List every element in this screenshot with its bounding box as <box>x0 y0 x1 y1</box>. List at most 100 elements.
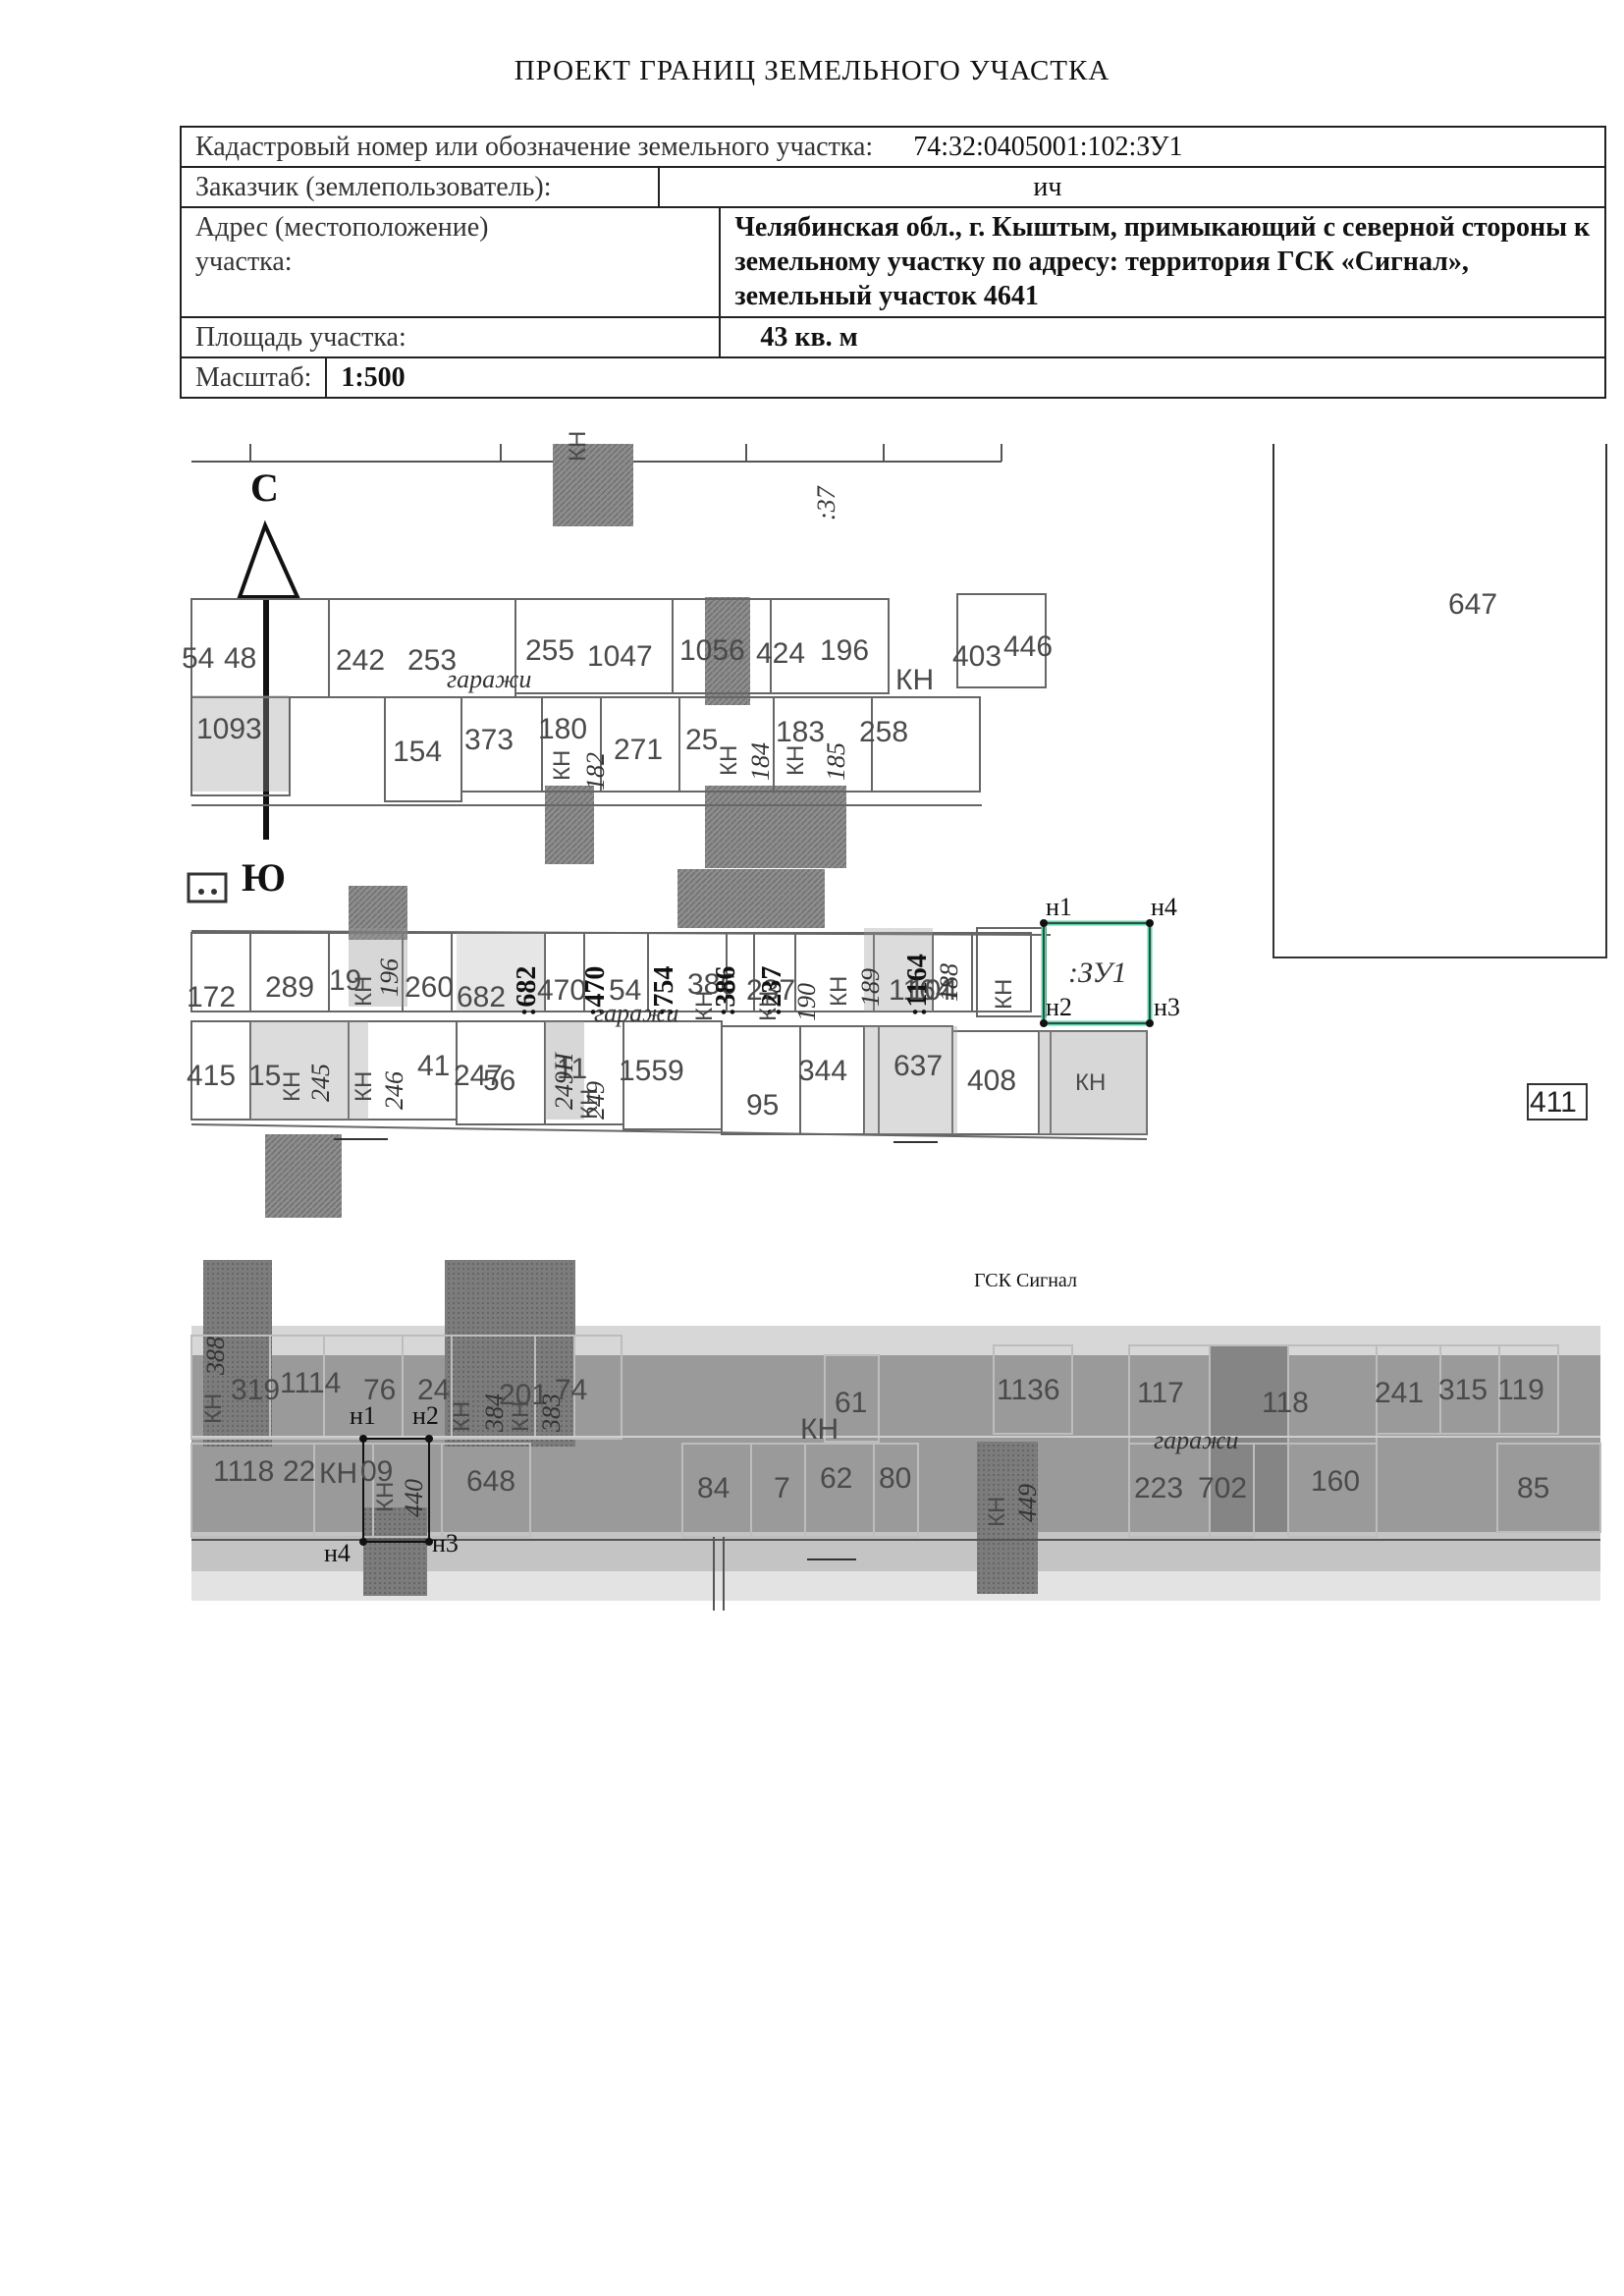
scale-value: 1:500 <box>325 356 1606 399</box>
parcel-label: 85 <box>1517 1472 1549 1504</box>
document-title: ПРОЕКТ ГРАНИЦ ЗЕМЕЛЬНОГО УЧАСТКА <box>514 55 1110 86</box>
parcel-label: 1164 <box>889 974 952 1007</box>
gsk-label: ГСК Сигнал <box>974 1270 1077 1291</box>
point-marker <box>425 1538 433 1546</box>
plot-zu1-boundary <box>1041 920 1153 1026</box>
parcel-647-label: 647 <box>1448 588 1497 621</box>
point-n1-label: н1 <box>350 1401 376 1430</box>
kn-label: КН <box>200 1394 227 1424</box>
parcel-label: 1114 <box>280 1367 341 1399</box>
row-1-labels: 54 48 242 253 255 1047 1056 424 196 403 … <box>182 630 1053 791</box>
scale-label: Масштаб: <box>179 356 328 399</box>
kn-label: КН <box>984 1497 1010 1527</box>
parcel-label: 25 <box>685 724 718 756</box>
point-n3-label: н3 <box>432 1529 459 1558</box>
customer-row: Заказчик (землепользователь): ич <box>179 166 1606 208</box>
parcel-label: 118 <box>1262 1387 1309 1419</box>
kn-label: КН <box>716 745 742 776</box>
parcel-label: 41 <box>417 1050 450 1082</box>
scale-row: Масштаб: 1:500 <box>179 356 1606 399</box>
parcel-label-italic: 246 <box>380 1071 408 1110</box>
north-arrow: С Ю <box>187 465 301 903</box>
parcel-label: 223 <box>1134 1472 1183 1504</box>
parcel-label: 7 <box>774 1472 790 1504</box>
parcel-label: 48 <box>224 642 256 675</box>
kn-label: КН <box>372 1482 399 1512</box>
kn-label: КН <box>279 1071 305 1102</box>
parcel-label-bold: :470 <box>580 966 611 1016</box>
point-n4-label: н4 <box>1151 893 1177 921</box>
parcel-label: 242 <box>336 644 385 677</box>
row-2-labels: 172 289 19 260 682 :682 470 :470 54 :754… <box>187 954 1106 1121</box>
kn-label: КН <box>991 979 1017 1010</box>
parcel-label: 1118 <box>213 1455 274 1488</box>
kn-label: КН <box>549 750 575 781</box>
parcel-label-italic: 440 <box>400 1479 428 1517</box>
parcel-label-italic: 182 <box>581 752 610 791</box>
kn-label: КН <box>351 1071 377 1102</box>
point-marker <box>1040 1019 1048 1027</box>
kn-label: КН <box>755 991 782 1021</box>
garage-row-1 <box>190 593 1047 868</box>
kn-label: КН <box>783 745 809 776</box>
kn-label: КН <box>800 1413 839 1446</box>
point-n4-label: н4 <box>324 1539 351 1567</box>
parcel-label: 424 <box>756 637 805 670</box>
garage-row-2 <box>190 869 1148 1218</box>
garage-row-3: н1 н2 н4 н3 <box>190 1260 1601 1611</box>
parcel-label: 446 <box>1003 630 1053 663</box>
parcel-label: 289 <box>265 971 314 1004</box>
parcel-label: 386 <box>687 968 736 1001</box>
parcel-label: 117 <box>1137 1377 1184 1409</box>
kn-label: КН <box>826 976 852 1007</box>
kn-label: КН <box>691 991 718 1021</box>
address-row: Адрес (местоположение) участка: Челябинс… <box>179 206 1606 318</box>
parcel-label: 11 <box>557 1053 587 1085</box>
parcel-label-italic: 245 <box>306 1064 335 1102</box>
parcel-label-italic: 249 <box>581 1081 610 1120</box>
area-label: Площадь участка: <box>179 316 722 358</box>
garages-label: гаражи <box>594 999 678 1027</box>
parcel-label: 84 <box>697 1472 730 1504</box>
cadastral-label: Кадастровый номер или обозначение земель… <box>195 132 874 162</box>
parcel-647: 647 <box>1272 444 1607 958</box>
row-3-labels: КН 388 319 1114 76 24 КН 384 201 КН 383 … <box>200 1337 1549 1527</box>
quarter-37-label: :37 <box>812 485 840 520</box>
parcel-label: 56 <box>483 1065 515 1097</box>
garages-label: гаражи <box>1154 1426 1238 1454</box>
south-label: Ю <box>242 855 286 900</box>
parcel-label: 1136 <box>997 1374 1060 1406</box>
parcel-label-italic: 449 <box>1013 1484 1042 1522</box>
parcel-label: 373 <box>464 724 514 756</box>
kn-label: КН <box>449 1401 475 1432</box>
parcel-label-italic: 383 <box>537 1394 566 1433</box>
parcel-label: 196 <box>820 634 869 667</box>
parcel-label: 408 <box>967 1065 1016 1097</box>
customer-label: Заказчик (землепользователь): <box>179 166 661 208</box>
point-marker <box>1040 919 1048 927</box>
parcel-label: 253 <box>407 644 457 677</box>
parcel-label: 1559 <box>619 1055 684 1087</box>
parcel-label: 24 <box>417 1374 450 1406</box>
parcel-label: 1056 <box>679 634 745 667</box>
parcel-label: 470 <box>537 974 586 1007</box>
parcel-label: 74 <box>555 1374 587 1406</box>
parcel-label: 237 <box>746 974 795 1007</box>
kn-label: КН <box>895 664 934 696</box>
parcel-label: 95 <box>746 1089 779 1121</box>
kn-label: КН <box>565 431 591 462</box>
parcel-label: 54 <box>609 974 641 1007</box>
plot-info-table: Кадастровый номер или обозначение земель… <box>179 126 1606 399</box>
point-n2-label: н2 <box>412 1401 439 1430</box>
point-marker <box>1146 919 1154 927</box>
cadastral-value: 74:32:0405001:102:ЗУ1 <box>913 132 1183 162</box>
address-label-line1: Адрес (местоположение) <box>195 212 489 243</box>
parcel-label: 1047 <box>587 640 653 673</box>
parcel-label-italic: 384 <box>480 1394 509 1433</box>
parcel-label: 19 <box>329 964 361 997</box>
parcel-label-bold: :237 <box>757 966 787 1016</box>
parcel-label-italic: 249Н <box>550 1052 578 1110</box>
point-marker <box>1146 1019 1154 1027</box>
kn-label: КН <box>508 1401 534 1432</box>
point-marker <box>359 1435 367 1443</box>
